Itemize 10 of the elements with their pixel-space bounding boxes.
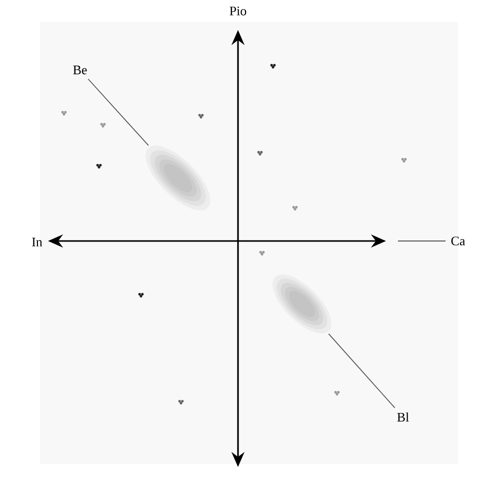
blurred-blob <box>272 274 332 334</box>
axis-label: In <box>32 238 42 246</box>
leader-line <box>328 333 396 408</box>
leader-line <box>88 78 149 146</box>
leader-line <box>398 240 446 242</box>
callout-label: Ca <box>451 236 466 246</box>
blurred-blob <box>146 146 210 210</box>
callout-label: Bl <box>397 412 409 422</box>
callout-label: Be <box>73 66 87 74</box>
axis-label: Pio <box>230 6 246 16</box>
